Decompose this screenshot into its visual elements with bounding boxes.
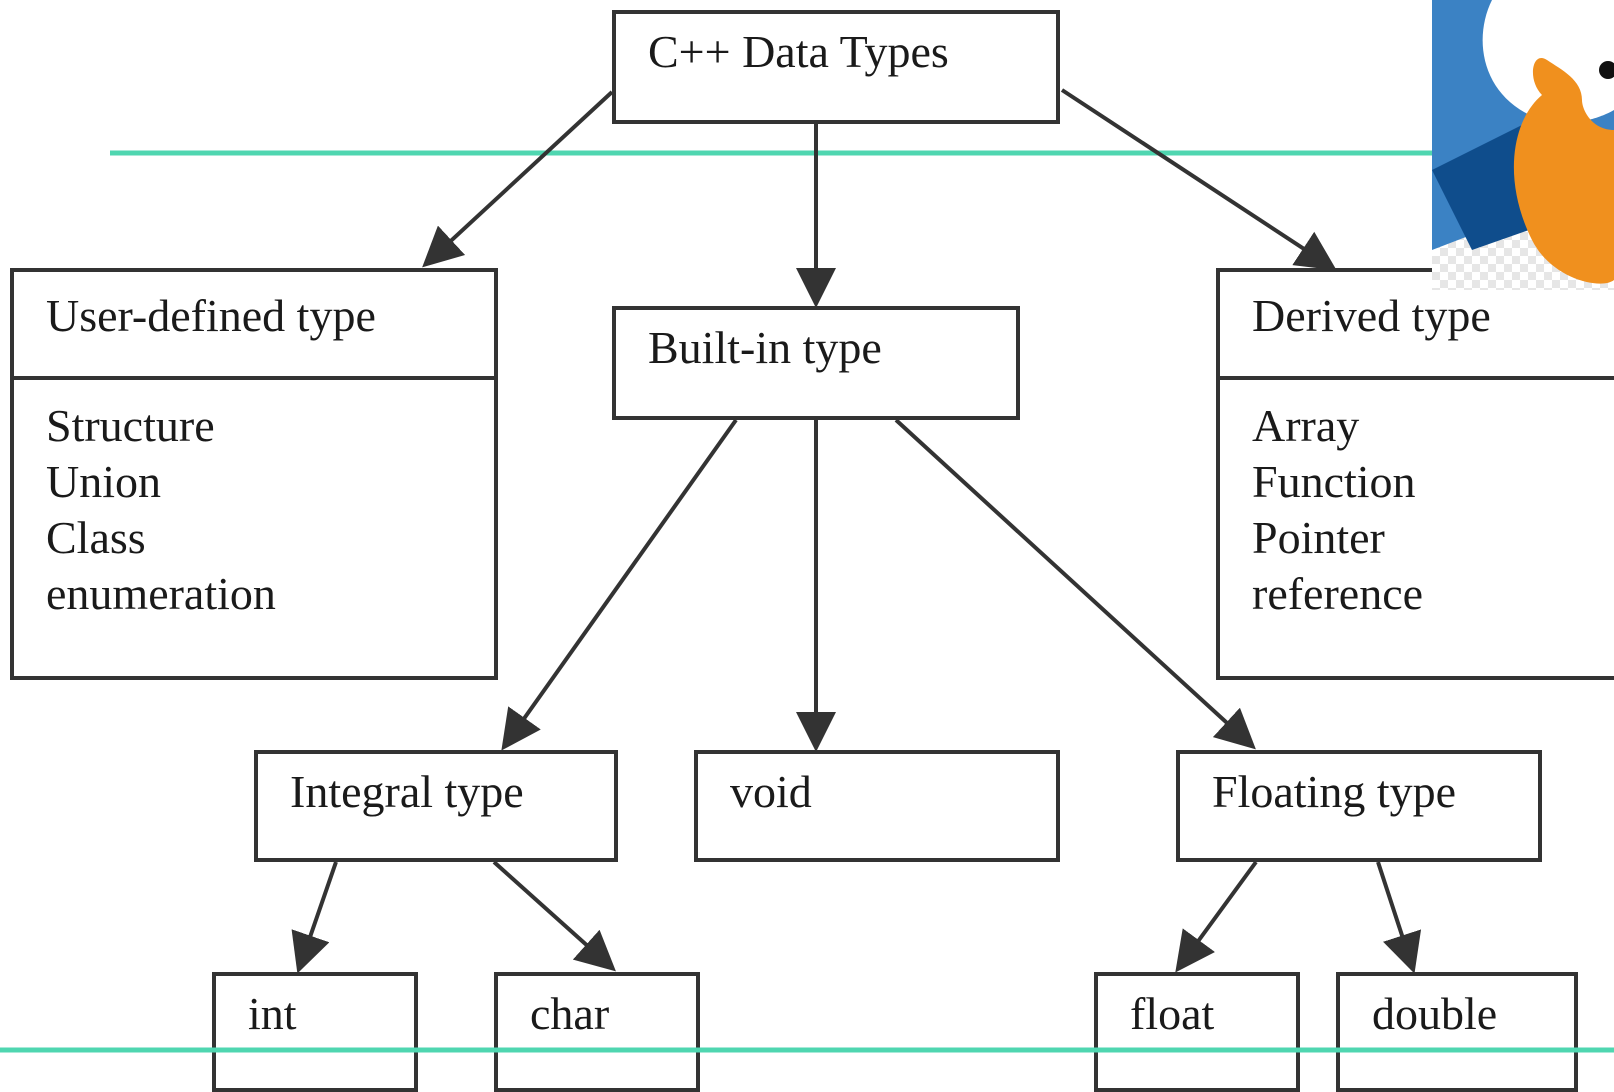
user-defined-item: Class xyxy=(46,512,146,563)
arrow-integral-to-int xyxy=(291,861,338,974)
user-defined-header: User-defined type xyxy=(14,272,494,380)
arrow-root-to-user-defined xyxy=(422,90,614,268)
integral-node: Integral type xyxy=(254,750,618,862)
derived-item: Function xyxy=(1252,456,1416,507)
built-in-node: Built-in type xyxy=(612,306,1020,420)
int-title: int xyxy=(248,988,297,1039)
root-node-label: C++ Data Types xyxy=(648,26,949,77)
derived-item: Array xyxy=(1252,400,1360,451)
user-defined-item: enumeration xyxy=(46,568,276,619)
logo-graphic xyxy=(1432,0,1614,290)
floating-node: Floating type xyxy=(1176,750,1542,862)
derived-item: reference xyxy=(1252,568,1424,619)
char-title: char xyxy=(530,988,610,1039)
built-in-title: Built-in type xyxy=(648,322,882,373)
derived-items: Array Function Pointer reference xyxy=(1252,398,1423,622)
user-defined-title: User-defined type xyxy=(46,290,376,341)
arrow-built-in-to-integral xyxy=(501,418,738,751)
user-defined-node: User-defined type Structure Union Class … xyxy=(10,268,498,680)
arrow-built-in-to-floating xyxy=(894,418,1256,750)
derived-node: Derived type Array Function Pointer refe… xyxy=(1216,268,1614,680)
orange-hand-logo-icon xyxy=(1432,0,1614,290)
int-node: int xyxy=(212,972,418,1092)
arrow-integral-to-char xyxy=(492,860,616,972)
char-node: char xyxy=(494,972,700,1092)
user-defined-items: Structure Union Class enumeration xyxy=(46,398,276,622)
user-defined-item: Structure xyxy=(46,400,215,451)
derived-item: Pointer xyxy=(1252,512,1385,563)
void-title: void xyxy=(730,766,812,817)
derived-title: Derived type xyxy=(1252,290,1491,341)
arrow-floating-to-float xyxy=(1175,860,1258,973)
floating-title: Floating type xyxy=(1212,766,1457,817)
void-node: void xyxy=(694,750,1060,862)
integral-title: Integral type xyxy=(290,766,524,817)
arrow-floating-to-double xyxy=(1376,861,1422,974)
arrow-root-to-derived xyxy=(1060,88,1337,271)
float-node: float xyxy=(1094,972,1300,1092)
double-node: double xyxy=(1336,972,1578,1092)
derived-header: Derived type xyxy=(1220,272,1614,380)
user-defined-item: Union xyxy=(46,456,161,507)
root-node: C++ Data Types xyxy=(612,10,1060,124)
float-title: float xyxy=(1130,988,1215,1039)
double-title: double xyxy=(1372,988,1498,1039)
